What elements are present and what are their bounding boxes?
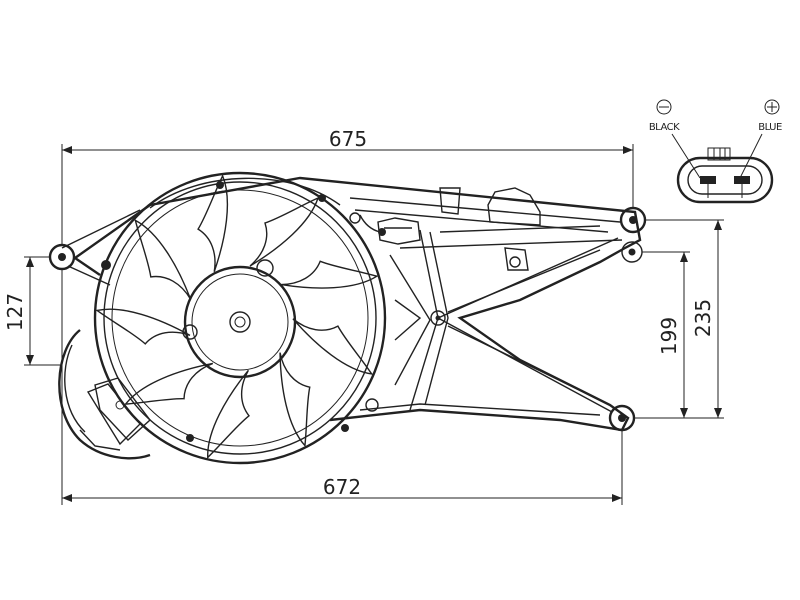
dim-label-675: 675 <box>329 127 367 151</box>
fan-hub <box>182 259 297 379</box>
fan-blades <box>95 174 379 460</box>
dim-label-235: 235 <box>691 299 715 337</box>
dimension-right-height: 235 <box>634 219 724 419</box>
mounting-frame <box>61 176 642 432</box>
fan-blade <box>207 369 250 460</box>
fan-blade <box>280 260 379 289</box>
dimension-left-height: 127 <box>3 256 60 366</box>
frame-center-boss <box>430 310 446 326</box>
fan-blade <box>279 352 311 448</box>
dim-label-672: 672 <box>323 475 361 499</box>
connector-label-black: BLACK <box>649 122 680 133</box>
dimension-mid-height: 199 <box>642 251 690 418</box>
fan-blade <box>124 362 214 405</box>
dim-label-199: 199 <box>657 317 681 355</box>
connector-detail: BLACK BLUE <box>649 99 782 204</box>
dimension-top-width: 675 <box>61 127 634 245</box>
resistor-housing <box>58 329 151 460</box>
fan-blade <box>292 318 374 375</box>
fan-blade <box>249 196 320 267</box>
positive-terminal-icon <box>764 99 780 115</box>
dimension-bottom-width: 672 <box>61 270 623 505</box>
hub-gear-icon <box>229 311 251 333</box>
fan-shroud <box>93 171 387 465</box>
fan-blade <box>95 308 191 345</box>
negative-terminal-icon <box>656 99 672 115</box>
connector-label-blue: BLUE <box>758 122 782 133</box>
connector-plug-icon <box>676 156 774 204</box>
dim-label-127: 127 <box>3 293 27 331</box>
fan-blade <box>197 174 229 272</box>
fan-blade <box>134 218 192 300</box>
